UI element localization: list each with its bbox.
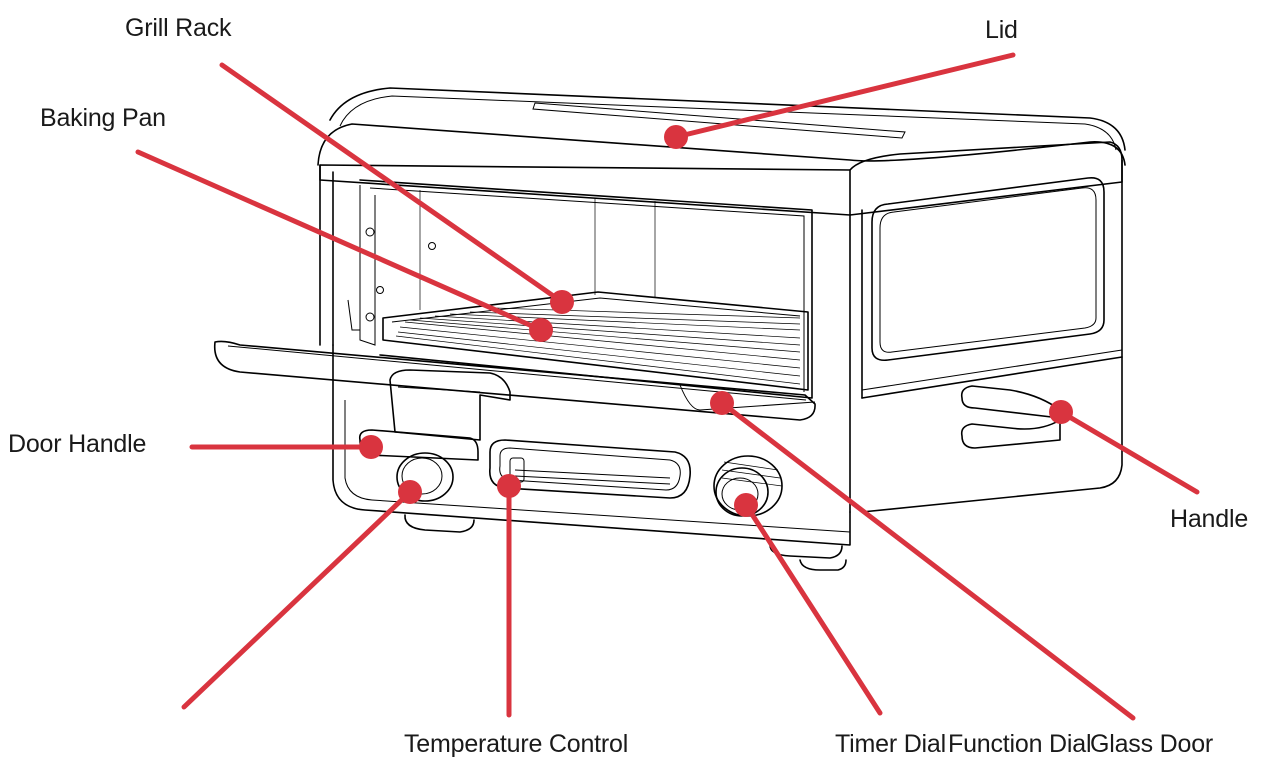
leader-handle: [1058, 409, 1200, 495]
label-grill-rack: Grill Rack: [125, 14, 232, 42]
dot-door-handle: [359, 435, 383, 459]
label-function-dial: Function Dial: [948, 730, 1092, 758]
leader-lines: [135, 52, 1200, 721]
dot-handle: [1049, 400, 1073, 424]
leader-grill-rack: [219, 62, 565, 305]
leader-left-knob: [181, 489, 413, 710]
leader-lid: [673, 52, 1016, 140]
leader-glass-door: [719, 400, 1136, 721]
dot-baking-pan: [529, 318, 553, 342]
label-temperature-control: Temperature Control: [404, 730, 629, 758]
leader-function-dial: [743, 502, 883, 716]
dot-grill-rack: [550, 290, 574, 314]
oven-drawing: [213, 87, 1126, 571]
dot-temperature-control: [497, 474, 521, 498]
label-baking-pan: Baking Pan: [40, 104, 166, 132]
dot-lid: [664, 125, 688, 149]
dot-left-knob: [398, 480, 422, 504]
label-timer-dial: Timer Dial: [835, 730, 946, 758]
label-handle: Handle: [1170, 505, 1249, 533]
label-door-handle: Door Handle: [8, 430, 147, 458]
label-lid: Lid: [985, 16, 1018, 44]
leader-baking-pan: [135, 149, 544, 333]
label-glass-door: Glass Door: [1090, 730, 1214, 758]
dot-glass-door: [710, 391, 734, 415]
dot-function-dial: [734, 493, 758, 517]
